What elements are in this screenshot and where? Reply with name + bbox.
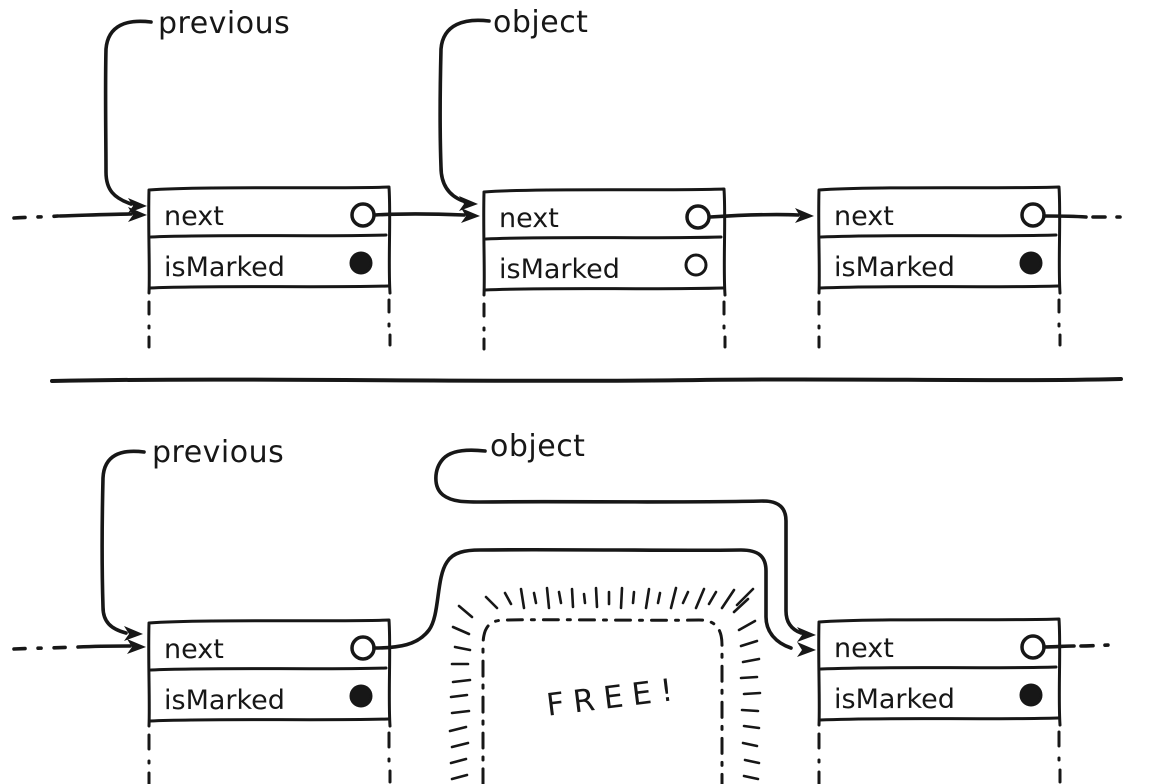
object-arrowhead-icon [797, 627, 816, 642]
node-box [147, 185, 392, 295]
object-pointer-arrow [434, 448, 803, 635]
panel-before-free: previous object next isMarked [12, 5, 1134, 351]
node-row-divider [149, 233, 388, 239]
node-row-divider [819, 233, 1058, 239]
ismarked-value-dot [1019, 251, 1043, 275]
incoming-arrowhead-icon [128, 207, 147, 222]
node-bottom-line [148, 284, 390, 290]
next-field-label: next [164, 634, 224, 665]
object-pointer-arrow [438, 18, 491, 203]
free-burst-icon [448, 586, 762, 781]
ismarked-value-dot [349, 684, 373, 708]
node-row-divider [484, 235, 723, 241]
panel-after-free: previous object next isMarked FR [12, 429, 1116, 784]
next-field-label: next [164, 201, 224, 232]
node-continues-dashes [147, 298, 392, 349]
outgoing-list-line [1042, 644, 1076, 649]
ismarked-field-label: isMarked [834, 252, 955, 283]
object-pointer-label: object [493, 5, 588, 40]
node-box [817, 185, 1062, 295]
previous-arrowhead-icon [124, 626, 143, 641]
ismarked-value-dot [349, 251, 373, 275]
node-continues-dashes [817, 730, 1062, 784]
arrow-node2-to-node3 [708, 212, 800, 219]
ismarked-field-label: isMarked [499, 254, 620, 285]
node-bottom-line [818, 284, 1060, 290]
next-field-label: next [499, 203, 559, 234]
outgoing-list-line [1042, 214, 1088, 219]
previous-pointer-arrow [100, 449, 146, 635]
arrowhead-icon [797, 642, 816, 657]
node-a: next isMarked [147, 618, 392, 784]
next-pointer-circle [1020, 634, 1046, 660]
ismarked-value-dot [684, 253, 708, 277]
ismarked-value-dot [1019, 683, 1043, 707]
incoming-list-arrow [58, 212, 133, 218]
node-continues-dashes [482, 300, 727, 351]
next-field-label: next [834, 201, 894, 232]
incoming-arrowhead-icon [127, 639, 146, 654]
panel-divider [50, 377, 1123, 383]
ismarked-field-label: isMarked [164, 685, 285, 716]
next-field-label: next [834, 633, 894, 664]
node-row-divider [149, 666, 388, 672]
node-continues-dashes [817, 298, 1062, 349]
next-pointer-circle [685, 204, 711, 230]
ismarked-field-label: isMarked [164, 252, 285, 283]
free-region-box [481, 618, 724, 784]
arrowhead-icon [795, 208, 814, 223]
arrow-nodea-next-to-nodeb [372, 547, 793, 650]
outgoing-list-dashes [1079, 643, 1116, 648]
incoming-list-dashes [12, 645, 78, 651]
node-box [482, 187, 727, 297]
node-bottom-line [148, 717, 390, 723]
previous-pointer-label: previous [152, 435, 284, 470]
previous-pointer-label: previous [158, 6, 290, 41]
node-box [817, 617, 1062, 727]
freed-slot: FREE! [448, 586, 762, 784]
node-row-divider [819, 665, 1058, 671]
object-arrowhead-icon [459, 196, 478, 211]
arrow-node1-to-node2 [373, 212, 466, 217]
node-bottom-line [818, 716, 1060, 722]
next-pointer-circle [1020, 202, 1046, 228]
free-label: FREE! [544, 671, 683, 723]
incoming-list-dashes [12, 214, 60, 220]
arrowhead-icon [461, 208, 480, 223]
node-b: next isMarked [817, 617, 1062, 784]
incoming-list-arrow [76, 644, 132, 649]
object-pointer-label: object [490, 429, 585, 464]
node-1: next isMarked [147, 185, 392, 349]
previous-pointer-arrow [103, 19, 153, 206]
node-3: next isMarked [817, 185, 1062, 349]
next-pointer-circle [350, 635, 376, 661]
node-box [147, 618, 392, 728]
node-2: next isMarked [482, 187, 727, 351]
ismarked-field-label: isMarked [834, 684, 955, 715]
next-pointer-circle [350, 202, 376, 228]
node-continues-dashes [147, 731, 392, 784]
node-bottom-line [483, 286, 725, 292]
